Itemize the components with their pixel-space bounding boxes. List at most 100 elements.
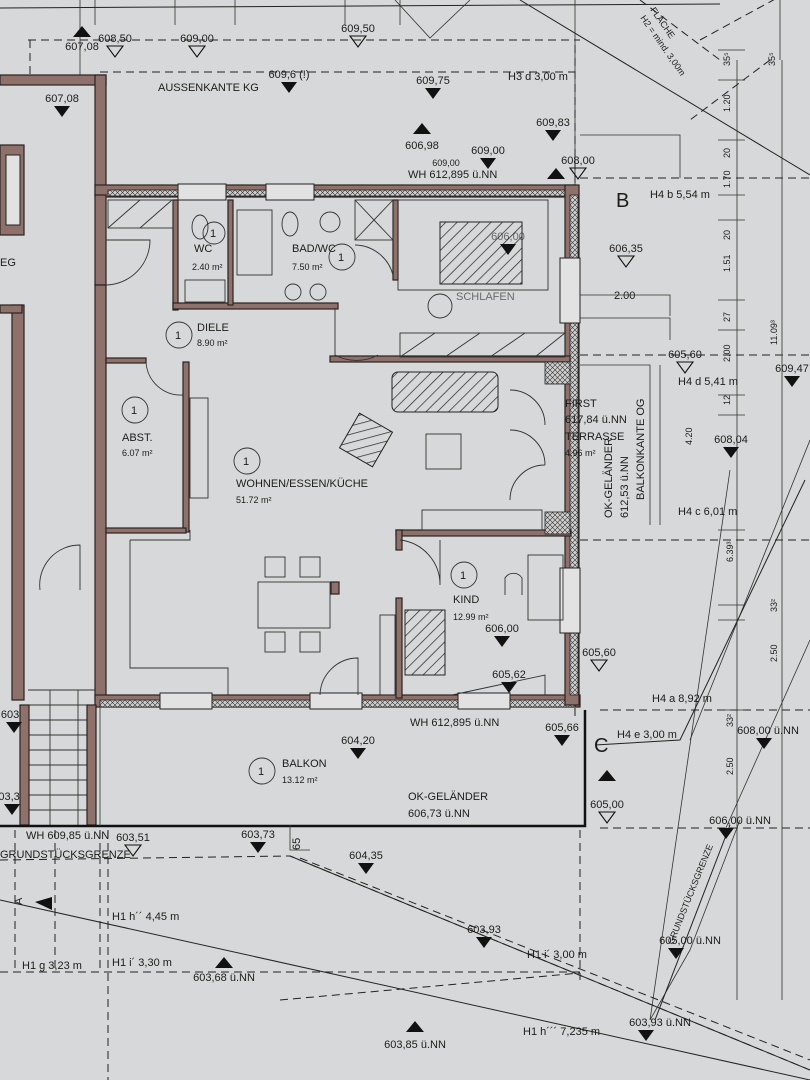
plan-label: 1: [460, 570, 466, 582]
plan-line: [0, 830, 581, 1080]
plan-label: 1: [175, 330, 181, 342]
plan-label: 12: [722, 395, 732, 405]
plan-line: 606,00 ü.NN: [709, 815, 771, 839]
plan-line: [105, 239, 151, 286]
plan-line: [329, 355, 571, 363]
plan-line: [392, 199, 399, 281]
plan-line: [689, 59, 771, 121]
plan-label: 609,6 (!): [269, 69, 310, 81]
plan-label: DIELE: [197, 322, 229, 334]
plan-label: 11.09³: [769, 320, 779, 345]
plan-line: [227, 199, 234, 306]
plan-line: 607,08: [65, 26, 99, 53]
plan-label: 603,3: [0, 791, 20, 803]
plan-line: [35, 897, 52, 910]
plan-label: C: [594, 735, 608, 757]
plan-line: [328, 243, 356, 271]
plan-label: 617,84 ü.NN: [565, 414, 627, 426]
plan-label: 603,85 ü.NN: [384, 1039, 446, 1051]
plan-label: 1.20: [722, 94, 732, 112]
plan-label: 7.50 m²: [292, 262, 323, 272]
plan-line: 604,35: [349, 850, 383, 874]
plan-line: [395, 597, 403, 699]
plan-line: [130, 530, 191, 541]
plan-line: [450, 561, 478, 589]
plan-line: [319, 211, 341, 233]
plan-label: 1.51: [722, 254, 732, 272]
plan-line: [580, 294, 671, 316]
plan-line: [394, 0, 471, 39]
plan-label: 1.70: [722, 170, 732, 188]
plan-line: [165, 321, 193, 349]
plan-line: [94, 74, 107, 196]
plan-label: A: [13, 897, 25, 905]
plan-label: 605,62: [492, 669, 526, 681]
plan-label: 4.20: [684, 427, 694, 445]
plan-label: WC: [194, 243, 212, 255]
plan-line: [265, 183, 315, 201]
plan-label: 603,73: [241, 829, 275, 841]
plan-label: 20: [722, 230, 732, 240]
plan-line: [281, 211, 299, 237]
plan-label: OK-GELÄNDER: [603, 438, 615, 518]
plan-label: B: [616, 190, 629, 212]
plan-line: [421, 509, 543, 531]
plan-line: 605,60: [668, 349, 702, 374]
plan-line: 609,83: [536, 117, 570, 141]
plan-label: 33²: [725, 714, 735, 727]
plan-line: [5, 154, 21, 226]
plan-label: H1 h´´ 4,45 m: [112, 911, 179, 923]
plan-line: [28, 689, 95, 825]
plan-line: 606,00: [485, 623, 519, 647]
dimension-lines: [0, 0, 810, 1021]
plan-line: [177, 183, 227, 201]
plan-line: [580, 134, 681, 525]
plan-line: 609,50: [341, 23, 375, 48]
plan-line: 608,04: [714, 434, 748, 458]
elevation-markers: 607,08 608,50 609,00 609,50 609,6 (!) 60…: [0, 23, 809, 1051]
plan-line: [0, 710, 587, 828]
plan-line: 609,6 (!): [269, 69, 310, 93]
plan-line: 608,00: [547, 155, 595, 180]
plan-label: 605,00: [590, 799, 624, 811]
plan-line: [299, 631, 321, 653]
plan-line: [654, 824, 731, 1021]
plan-line: [0, 304, 23, 314]
plan-line: 608,00 ü.NN: [737, 725, 799, 749]
plan-line: [334, 308, 379, 361]
plan-line: [264, 556, 286, 578]
plan-line: [19, 704, 30, 826]
plan-line: 603,93: [467, 924, 501, 948]
plan-line: 606,00: [491, 231, 525, 255]
plan-label: BALKON: [282, 758, 327, 770]
plan-label: 2.50: [769, 644, 779, 662]
plan-label: H3 d 3,00 m: [508, 71, 568, 83]
plan-label: 35⁵: [722, 52, 732, 66]
plan-line: [0, 899, 810, 1080]
plan-line: 603,51: [116, 832, 150, 857]
plan-line: [354, 199, 394, 241]
plan-line: [399, 332, 566, 358]
plan-line: [248, 757, 276, 785]
plan-line: 603,3: [0, 791, 20, 815]
plan-label: 604,35: [349, 850, 383, 862]
plan-label: KIND: [453, 594, 479, 606]
plan-line: [718, 49, 745, 711]
plan-line: [379, 614, 396, 696]
plan-line: [11, 304, 25, 701]
plan-line: [527, 554, 564, 621]
plan-label: EG: [0, 257, 16, 269]
plan-label: 33²: [769, 599, 779, 612]
plan-label: 27: [722, 312, 732, 322]
plan-line: [354, 199, 394, 241]
plan-label: 609,83: [536, 117, 570, 129]
terrain-lines: [0, 479, 810, 1080]
plan-line: [425, 433, 462, 470]
plan-line: [159, 692, 213, 710]
plan-line: 604,20: [341, 735, 375, 759]
plan-line: [649, 469, 741, 1021]
plan-label: WH 609,85 ü.NN: [26, 830, 109, 842]
plan-label: 608,00: [561, 155, 595, 167]
plan-line: [121, 396, 149, 424]
